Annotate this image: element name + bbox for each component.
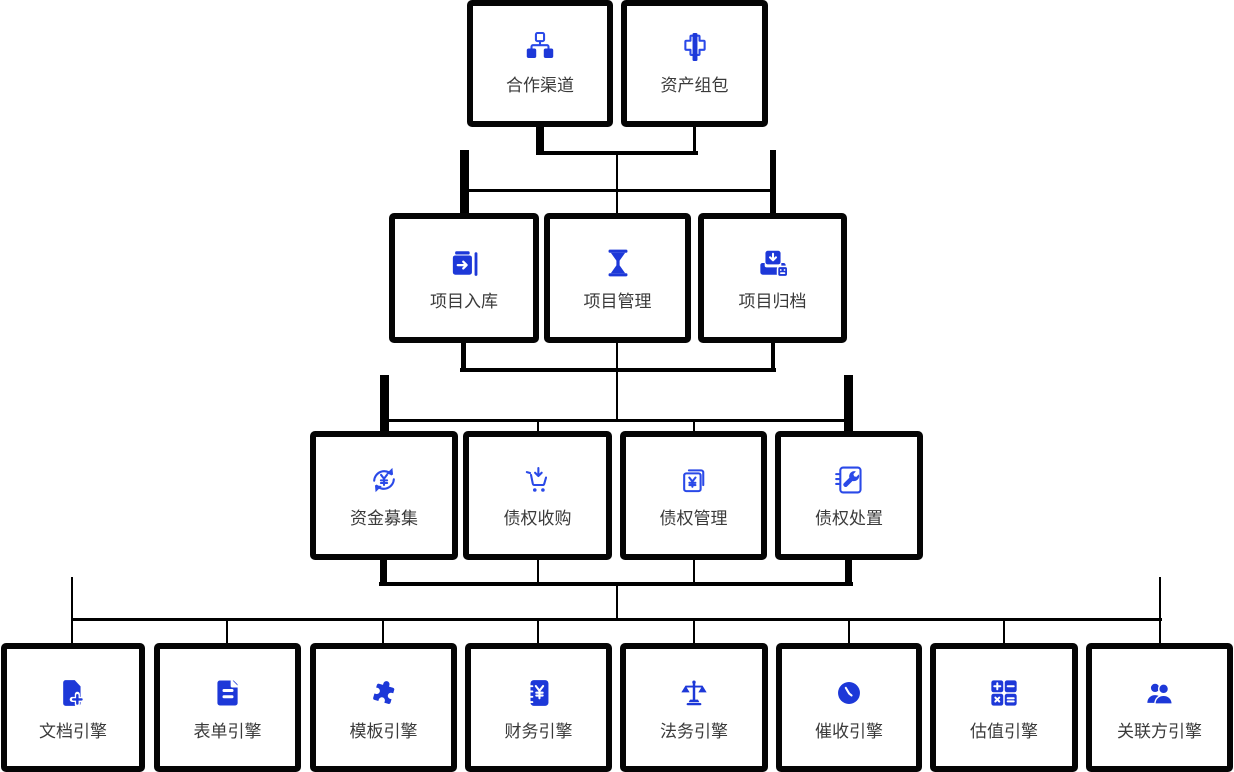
calculator-icon (987, 676, 1021, 710)
cart-down-icon (521, 463, 555, 497)
card-yuan-icon (677, 463, 711, 497)
node-label: 项目入库 (430, 292, 498, 311)
node-label: 法务引擎 (660, 722, 728, 741)
node-label: 资产组包 (660, 76, 729, 95)
node-label: 合作渠道 (506, 76, 574, 95)
hourglass-icon (601, 246, 635, 280)
node-template-engine[interactable]: 模板引擎 (310, 643, 457, 772)
node-label: 债权处置 (815, 509, 883, 528)
doc-wrench-icon (832, 463, 866, 497)
node-debt-acquisition[interactable]: 债权收购 (463, 431, 612, 560)
project-intake-icon (447, 246, 481, 280)
doc-plus-icon (56, 676, 90, 710)
node-form-engine[interactable]: 表单引擎 (154, 643, 301, 772)
node-valuation-engine[interactable]: 估值引擎 (930, 643, 1078, 772)
node-fund-raising[interactable]: 资金募集 (310, 431, 458, 560)
node-debt-management[interactable]: 债权管理 (620, 431, 767, 560)
node-label: 文档引擎 (39, 722, 107, 741)
node-project-intake[interactable]: 项目入库 (389, 213, 539, 343)
node-debt-disposal[interactable]: 债权处置 (775, 431, 923, 560)
node-collection-engine[interactable]: 催收引擎 (776, 643, 922, 772)
form-lines-icon (211, 676, 245, 710)
node-project-archive[interactable]: 项目归档 (698, 213, 847, 343)
node-project-management[interactable]: 项目管理 (544, 213, 691, 343)
fund-refresh-yuan-icon (367, 463, 401, 497)
node-label: 财务引擎 (504, 722, 573, 741)
node-document-engine[interactable]: 文档引擎 (1, 643, 145, 772)
scales-icon (677, 676, 711, 710)
node-label: 债权管理 (659, 509, 728, 528)
node-label: 表单引擎 (193, 722, 262, 741)
node-label: 估值引擎 (970, 722, 1038, 741)
asset-package-icon (678, 30, 712, 64)
puzzle-icon (367, 676, 401, 710)
node-finance-engine[interactable]: 财务引擎 (465, 643, 612, 772)
node-label: 催收引擎 (815, 722, 883, 741)
clock-icon (832, 676, 866, 710)
node-asset-package[interactable]: 资产组包 (621, 0, 768, 127)
finance-book-yuan-icon (522, 676, 556, 710)
archive-tray-icon (756, 246, 790, 280)
node-legal-engine[interactable]: 法务引擎 (620, 643, 768, 772)
node-label: 债权收购 (503, 509, 572, 528)
node-label: 项目管理 (583, 292, 652, 311)
node-label: 资金募集 (350, 509, 418, 528)
users-icon (1143, 676, 1177, 710)
node-related-party-engine[interactable]: 关联方引擎 (1086, 643, 1233, 772)
node-label: 模板引擎 (349, 722, 418, 741)
sitemap-icon (523, 30, 557, 64)
node-cooperation-channel[interactable]: 合作渠道 (467, 0, 613, 127)
node-label: 关联方引擎 (1117, 722, 1202, 741)
node-label: 项目归档 (738, 292, 807, 311)
